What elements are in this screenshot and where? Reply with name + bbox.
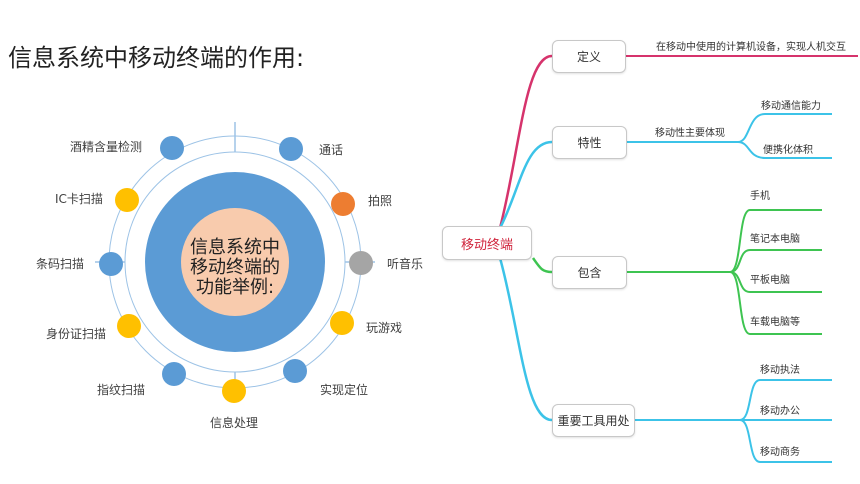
radial-dot-alcohol — [160, 136, 184, 160]
radial-dots — [99, 136, 373, 403]
radial-dot-barcode — [99, 252, 123, 276]
radial-dot-idcard — [117, 314, 141, 338]
center-line-2: 移动终端的 — [190, 257, 280, 278]
radial-label-barcode: 条码扫描 — [36, 257, 85, 271]
radial-label-call: 通话 — [319, 143, 344, 157]
radial-label-info: 信息处理 — [210, 416, 259, 430]
mindmap-branch-uses: 重要工具用处 — [552, 404, 635, 437]
radial-label-locate: 实现定位 — [320, 383, 369, 397]
mindmap-root: 移动终端 — [442, 226, 532, 260]
radial-center — [181, 208, 289, 316]
radial-dot-iccard — [115, 188, 139, 212]
radial-dot-game — [330, 311, 354, 335]
radial-dot-locate — [283, 359, 307, 383]
radial-dot-info — [222, 379, 246, 403]
mindmap-leaf-portable: 便携化体积 — [763, 145, 813, 156]
radial-label-photo: 拍照 — [368, 194, 393, 208]
radial-label-fingerprint: 指纹扫描 — [97, 383, 146, 397]
radial-label-game: 玩游戏 — [366, 321, 403, 335]
radial-dot-fingerprint — [162, 362, 186, 386]
radial-dot-photo — [331, 192, 355, 216]
radial-rings — [95, 122, 375, 402]
mindmap-connectors — [498, 54, 858, 463]
mindmap-branch-definition: 定义 — [552, 40, 626, 73]
mindmap-leaf-comm: 移动通信能力 — [761, 101, 821, 112]
mindmap-leaf-office: 移动办公 — [760, 406, 800, 417]
mindmap-leaf-laptop: 笔记本电脑 — [750, 234, 800, 245]
radial-label-alcohol: 酒精含量检测 — [70, 140, 143, 154]
radial-dot-music — [349, 251, 373, 275]
radial-label-idcard: 身份证扫描 — [46, 327, 107, 341]
mindmap-leaf-commerce: 移动商务 — [760, 447, 800, 458]
center-line-3: 功能举例: — [195, 277, 275, 298]
radial-center-text: 信息系统中 移动终端的 功能举例: — [182, 238, 288, 298]
mindmap-branch-includes: 包含 — [552, 256, 627, 289]
mindmap-leaf-definition: 在移动中使用的计算机设备，实现人机交互 — [656, 42, 846, 53]
radial-label-iccard: IC卡扫描 — [55, 192, 103, 206]
page-title: 信息系统中移动终端的作用: — [8, 44, 305, 72]
mindmap-sub-features: 移动性主要体现 — [655, 128, 725, 139]
mindmap-leaf-enforce: 移动执法 — [760, 365, 800, 376]
mindmap-leaf-car: 车载电脑等 — [750, 317, 800, 328]
radial-dot-call — [279, 137, 303, 161]
mindmap-branch-features: 特性 — [552, 126, 627, 159]
center-line-1: 信息系统中 — [190, 237, 280, 258]
mindmap-leaf-tablet: 平板电脑 — [750, 275, 790, 286]
radial-label-music: 听音乐 — [387, 257, 424, 271]
mindmap-leaf-phone: 手机 — [750, 191, 770, 202]
